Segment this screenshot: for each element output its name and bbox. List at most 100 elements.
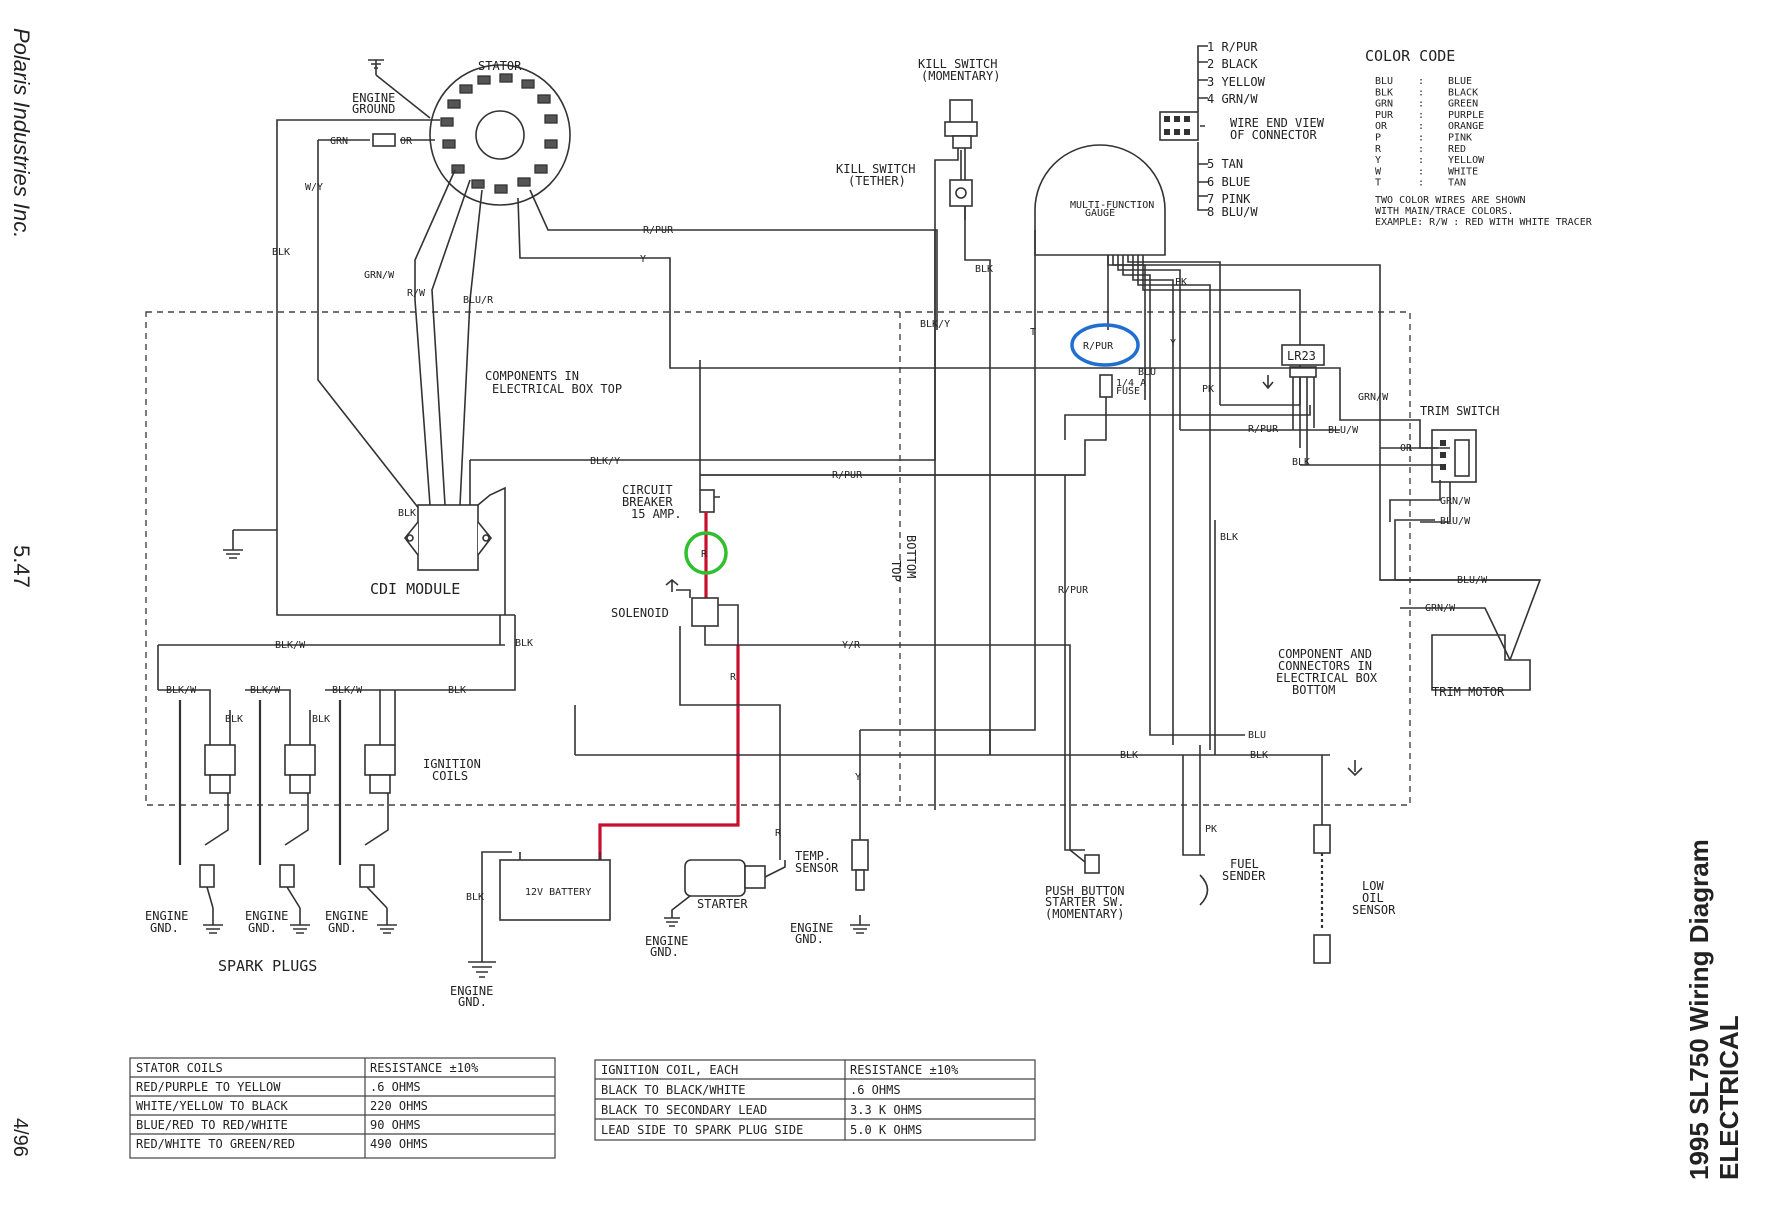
fuel-sender-label-2: SENDER	[1222, 869, 1266, 883]
stator-label: STATOR	[478, 59, 522, 73]
lr23-label: LR23	[1287, 349, 1316, 363]
color-code-code-5: OR	[1375, 121, 1388, 132]
color-code-sep-9: :	[1418, 166, 1424, 177]
spark-gnd-label-3a: ENGINE	[325, 909, 368, 923]
stator-table-header-1: STATOR COILS	[136, 1061, 223, 1075]
kill-switch-tether-label-2: (TETHER)	[848, 174, 906, 188]
kill-switch-momentary-label-1: KILL SWITCH	[918, 57, 997, 71]
box-bottom-label-2: CONNECTORS IN	[1278, 659, 1372, 673]
color-code-legend: COLOR CODE BLU:BLUEBLK:BLACKGRN:GREENPUR…	[1365, 47, 1593, 228]
fuel-sender-label-1: FUEL	[1230, 857, 1259, 871]
low-oil-label-3: SENSOR	[1352, 903, 1396, 917]
color-code-name-6: PINK	[1448, 133, 1472, 144]
wire-label-bluw-tm: BLU/W	[1457, 575, 1488, 586]
wire-label-blk-ts: BLK	[1292, 457, 1310, 468]
color-code-code-6: P	[1375, 133, 1381, 144]
color-code-name-2: BLACK	[1448, 87, 1478, 98]
pin-2: 2 BLACK	[1207, 57, 1258, 71]
wire-label-r-starter: R	[775, 828, 782, 839]
temp-sensor: Y TEMP. SENSOR ENGINE GND.	[790, 730, 870, 946]
spark-gnd-label-3b: GND.	[328, 921, 357, 935]
push-button: PUSH BUTTON STARTER SW. (MOMENTARY)	[1045, 475, 1124, 921]
wire-label-blk-cdi: BLK	[398, 508, 416, 519]
breaker-label-2: BREAKER	[622, 495, 673, 509]
trim-motor: BLU/W GRN/W TRIM MOTOR	[1380, 575, 1542, 699]
connector-view-label-2: OF CONNECTOR	[1230, 128, 1317, 142]
color-code-sep-5: :	[1418, 121, 1424, 132]
blue-highlight-circle	[1070, 323, 1140, 367]
color-code-sep-6: :	[1418, 133, 1424, 144]
wire-label-blk-c1: BLK	[225, 714, 243, 725]
wire-label-pk-1: PK	[1175, 277, 1187, 288]
ignition-row-3-value: 5.0 K OHMS	[850, 1123, 922, 1137]
ignition-coils: BLK/W BLK BLK BLK/W BLK/W BLK/W BLK BLK …	[157, 615, 533, 865]
color-code-sep-3: :	[1418, 99, 1424, 110]
temp-sensor-label-1: TEMP.	[795, 849, 831, 863]
battery-label: 12V BATTERY	[525, 887, 591, 898]
solenoid-label: SOLENOID	[611, 606, 669, 620]
page-date: 4/96	[9, 1118, 31, 1157]
color-code-sep-2: :	[1418, 87, 1424, 98]
temp-gnd-label-2: GND.	[795, 932, 824, 946]
wire-label-pk-2: PK	[1202, 384, 1214, 395]
wire-label-y-gauge: Y	[1170, 338, 1176, 349]
green-highlight-circle	[684, 531, 728, 575]
ignition-coils-label-1: IGNITION	[423, 757, 481, 771]
wire-label-or-ts: OR	[1400, 443, 1413, 454]
wire-label-wy: W/Y	[305, 182, 323, 193]
ignition-row-1-value: .6 OHMS	[850, 1083, 901, 1097]
pin-1: 1 R/PUR	[1207, 40, 1258, 54]
trim-switch: TRIM SWITCH R/PUR BLK BLU/W OR GRN/W BLU…	[1180, 367, 1499, 581]
breaker-label-1: CIRCUIT	[622, 483, 673, 497]
wire-label-pk-fuel: PK	[1205, 824, 1217, 835]
color-code-note-3: EXAMPLE: R/W : RED WITH WHITE TRACER	[1375, 217, 1593, 228]
red-wire-path	[598, 512, 740, 870]
push-button-label-1: PUSH BUTTON	[1045, 884, 1124, 898]
wire-label-blkw-1: BLK/W	[166, 685, 197, 696]
wire-label-blky-1: BLK/Y	[920, 319, 950, 330]
box-bottom-label-3: ELECTRICAL BOX	[1276, 671, 1378, 685]
stator-table-header-2: RESISTANCE ±10%	[370, 1061, 479, 1075]
highlight-rpur-label: R/PUR	[1083, 341, 1114, 352]
color-code-sep-1: :	[1418, 76, 1424, 87]
wire-label-blk-1: BLK	[272, 247, 290, 258]
highlight-rpur: R/PUR	[1070, 323, 1140, 367]
spark-gnd-label-2b: GND.	[248, 921, 277, 935]
starter-gnd-label-2: GND.	[650, 945, 679, 959]
temp-gnd-label-1: ENGINE	[790, 921, 833, 935]
connector-view-label-1: WIRE END VIEW	[1230, 116, 1325, 130]
stator-coils-table: STATOR COILS RESISTANCE ±10% RED/PURPLE …	[129, 1057, 556, 1159]
spark-plugs-label: SPARK PLUGS	[218, 957, 317, 975]
top-label: TOP	[889, 560, 903, 582]
pin-4: 4 GRN/W	[1207, 92, 1258, 106]
color-code-name-10: TAN	[1448, 178, 1466, 189]
color-code-code-3: GRN	[1375, 99, 1393, 110]
stator-wires: GRN OR BLK W/Y GRN/W R/W BLU/R R/PUR Y	[272, 119, 1260, 616]
color-code-code-4: PUR	[1375, 110, 1394, 121]
gauge-label-1: MULTI-FUNCTION	[1070, 200, 1154, 211]
wire-label-blur: BLU/R	[463, 295, 494, 306]
ignition-coil-table: IGNITION COIL, EACH RESISTANCE ±10% BLAC…	[594, 1059, 1036, 1141]
stator-connector	[372, 133, 396, 147]
wire-label-r-sol: R	[730, 672, 737, 683]
battery: 12V BATTERY BLK ENGINE GND.	[450, 851, 611, 1009]
spark-gnd-label-1a: ENGINE	[145, 909, 188, 923]
multi-function-gauge: MULTI-FUNCTION GAUGE PK Y PK BLU T GRN/W	[1030, 144, 1540, 750]
solenoid: SOLENOID R Y/R R/PUR	[611, 578, 1096, 871]
color-code-sep-4: :	[1418, 110, 1424, 121]
fuse-label-2: FUSE	[1116, 386, 1140, 397]
color-code-name-8: YELLOW	[1448, 155, 1485, 166]
wire-label-grnw-gauge: GRN/W	[1358, 392, 1389, 403]
push-button-label-3: (MOMENTARY)	[1045, 907, 1124, 921]
section-title: ELECTRICAL	[1714, 1015, 1744, 1180]
color-code-sep-7: :	[1418, 144, 1424, 155]
wire-label-blk-bus: BLK	[1120, 750, 1138, 761]
color-code-code-2: BLK	[1375, 87, 1393, 98]
spark-plugs: ENGINE GND. ENGINE GND. ENGINE GND. SPAR…	[145, 864, 397, 975]
kill-switch-momentary: KILL SWITCH (MOMENTARY)	[918, 57, 1000, 810]
wire-label-rpur-breaker: R/PUR	[832, 470, 863, 481]
color-code-heading: COLOR CODE	[1365, 47, 1455, 65]
color-code-note-2: WITH MAIN/TRACE COLORS.	[1375, 206, 1513, 217]
diagram-title: 1995 SL750 Wiring Diagram	[1684, 839, 1714, 1180]
trim-motor-label: TRIM MOTOR	[1432, 685, 1505, 699]
